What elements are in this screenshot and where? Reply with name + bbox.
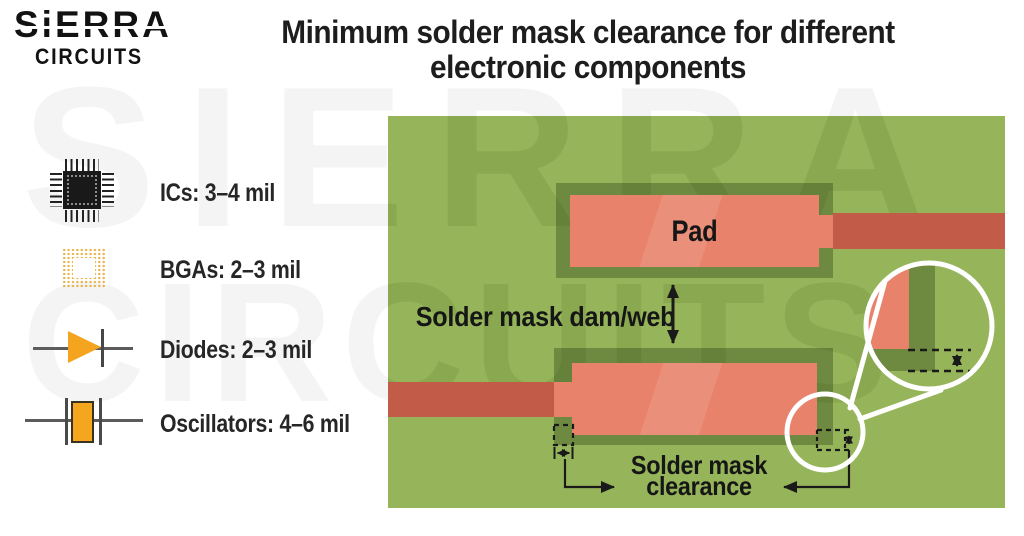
ic-pins-right	[102, 173, 114, 207]
top-pad	[570, 195, 819, 267]
clearance-label-line2: clearance	[646, 471, 752, 501]
ic-pins-left	[50, 173, 62, 207]
page-title: Minimum solder mask clearance for differ…	[263, 15, 914, 85]
ic-chip-icon	[47, 157, 117, 227]
bottom-pad	[572, 363, 817, 435]
top-trace	[833, 213, 1005, 249]
bga-icon	[62, 248, 106, 288]
diode-anode-triangle	[68, 331, 101, 363]
ic-pins-bottom	[65, 210, 99, 222]
solder-mask-clearance-label: Solder mask clearance	[591, 452, 807, 499]
legend-item-ics: ICs: 3–4 mil	[160, 179, 276, 207]
bga-center-hole	[73, 258, 95, 278]
oscillator-plate-right	[99, 398, 102, 445]
legend-item-diodes: Diodes: 2–3 mil	[160, 336, 313, 364]
legend-item-bgas: BGAs: 2–3 mil	[160, 256, 301, 284]
clearance-label-line1: Solder mask	[630, 450, 768, 480]
pad-label: Pad	[671, 215, 718, 248]
top-pad-sheen	[570, 195, 819, 267]
diode-icon	[25, 326, 145, 370]
bottom-trace	[388, 382, 554, 417]
bottom-trace-exposed	[554, 382, 572, 417]
logo-name-text: SiERRA	[14, 4, 172, 45]
magnified-clearance-horizontal	[866, 349, 909, 371]
title-line-1: Minimum solder mask clearance for differ…	[281, 14, 895, 50]
magnifier-detail-view	[866, 263, 992, 389]
ic-pins-top	[65, 159, 99, 171]
oscillator-icon	[25, 396, 147, 448]
bottom-pad-sheen	[572, 363, 817, 435]
diode-cathode-bar	[101, 329, 104, 367]
solder-mask-dam-label: Solder mask dam/web	[415, 301, 676, 332]
top-trace-exposed	[819, 215, 833, 248]
logo-wordmark: SiERRA	[12, 4, 172, 45]
magnified-clearance-vertical	[909, 263, 935, 371]
magnified-pad-corner	[866, 263, 909, 349]
oscillator-plate-left	[65, 398, 68, 445]
callout-line-lower	[857, 387, 944, 422]
ic-chip-body	[63, 171, 101, 209]
ic-pad-ring	[67, 175, 97, 205]
logo-subtext: CIRCUITS	[35, 44, 143, 69]
sierra-circuits-logo: SiERRA CIRCUITS	[12, 4, 184, 70]
legend-item-oscillators: Oscillators: 4–6 mil	[160, 410, 350, 438]
logo-stencil-slit	[12, 26, 166, 29]
pcb-diagram: SIERRA CIRCUITS Pad Solder mask dam/web …	[388, 116, 1005, 508]
title-line-2: electronic components	[429, 49, 746, 85]
oscillator-crystal-body	[71, 401, 94, 443]
